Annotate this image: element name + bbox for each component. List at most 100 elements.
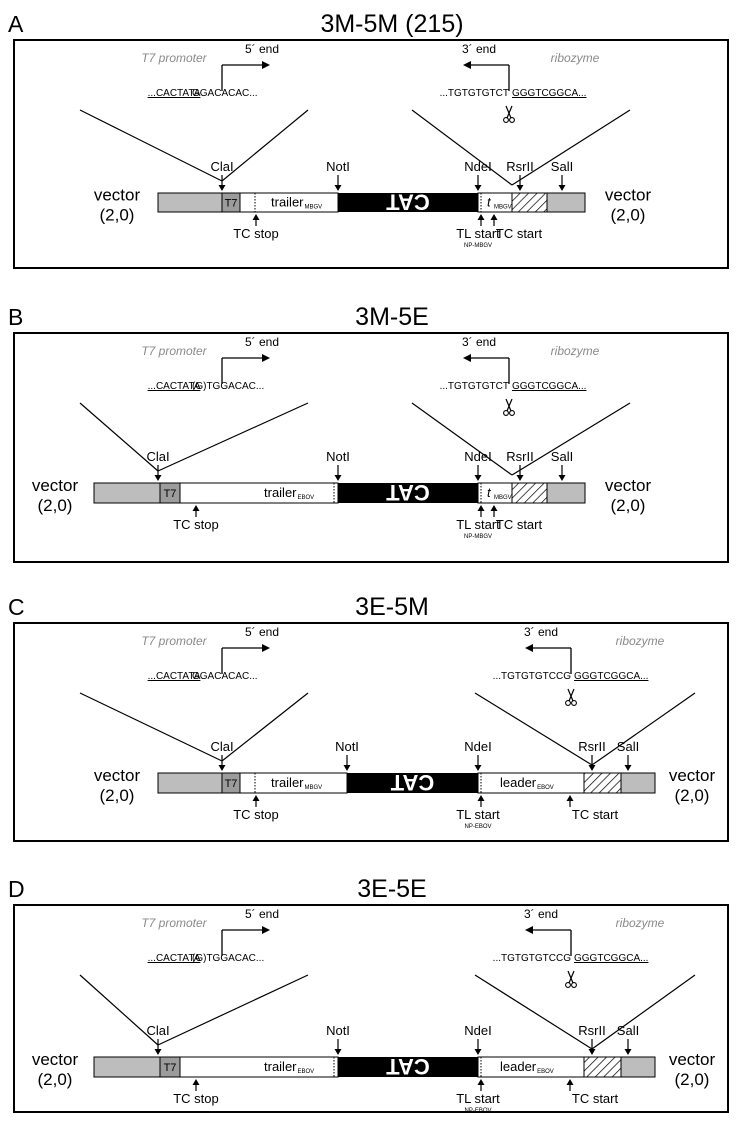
trailer-subscript: MBGV [305, 205, 323, 211]
panel-letter: B [8, 304, 23, 330]
trailer-label: trailer [264, 1059, 297, 1074]
scissors-handle [571, 700, 577, 706]
ribozyme-segment [511, 482, 548, 504]
tc-start-arrow-icon [566, 795, 574, 801]
site-sali-arrow-icon [624, 1049, 632, 1055]
left-wedge-line [157, 974, 309, 1046]
left-wedge-line [79, 109, 223, 182]
panel-letter: A [8, 11, 24, 37]
panel-frame [13, 904, 729, 1113]
tc-start-label: TC start [572, 807, 619, 822]
site-ndei-label: NdeI [464, 1023, 491, 1038]
vector-left-segment [157, 772, 223, 794]
site-sali-label: SalI [551, 159, 573, 174]
arrow-left-icon [463, 61, 471, 69]
vector-left-coord: (2,0) [38, 496, 73, 515]
right-wedge-line [474, 692, 593, 766]
vector-right-segment [546, 192, 586, 213]
site-noti-arrow-icon [334, 1049, 342, 1055]
site-clai-label: ClaI [146, 1023, 169, 1038]
five-end-label: 5´ end [245, 42, 279, 56]
t7-box-label: T7 [164, 488, 177, 500]
tl-start-subscript: NP-EBOV [464, 824, 491, 830]
panel-frame [13, 39, 729, 269]
t7-promoter-label: T7 promoter [141, 916, 207, 930]
cat-segment [338, 193, 478, 212]
site-rsrii-arrow-icon [516, 185, 524, 191]
ribozyme-label: ribozyme [616, 916, 665, 930]
site-clai-label: ClaI [146, 449, 169, 464]
vector-left-coord: (2,0) [38, 1070, 73, 1089]
five-end-label: 5´ end [245, 625, 279, 639]
vector-left-label: vector [94, 186, 141, 205]
vector-right-label: vector [605, 186, 652, 205]
trailer-subscript: EBOV [298, 1069, 315, 1075]
site-sali-arrow-icon [558, 475, 566, 481]
ribozyme-label: ribozyme [616, 634, 665, 648]
tc-start-label: TC start [572, 1091, 619, 1106]
arrow-right-icon [262, 644, 270, 652]
site-clai-arrow-icon [154, 1049, 162, 1055]
site-rsrii-arrow-icon [588, 1049, 596, 1055]
site-rsrii-arrow-icon [516, 475, 524, 481]
site-rsrii-label: RsrII [506, 449, 533, 464]
t7-promoter-label: T7 promoter [141, 344, 207, 358]
scissors-blade [568, 970, 575, 984]
t7-box-label: T7 [225, 198, 238, 210]
right-wedge-line [511, 402, 631, 476]
panel-title: 3E-5E [357, 875, 426, 903]
three-sequence-transcribed: ...TGTGTGTCCG [493, 953, 572, 964]
three-end-label: 3´ end [462, 335, 496, 349]
right-wedge-line [591, 974, 696, 1050]
vector-left-label: vector [32, 476, 79, 495]
site-ndei-arrow-icon [474, 475, 482, 481]
three-end-label: 3´ end [462, 42, 496, 56]
panel-title: 3E-5M [355, 593, 429, 621]
scissors-icon [565, 688, 577, 706]
site-ndei-label: NdeI [464, 739, 491, 754]
arrow-left-icon [463, 354, 471, 362]
scissors-icon [565, 970, 577, 988]
trailer-subscript: MBGV [305, 785, 323, 791]
arrow-right-icon [262, 61, 270, 69]
vector-right-coord: (2,0) [611, 206, 646, 225]
trailer-segment [179, 482, 339, 504]
panel-title: 3M-5E [355, 303, 429, 331]
tl-start-arrow-icon [477, 214, 485, 220]
arrow-right-icon [262, 354, 270, 362]
site-clai-label: ClaI [210, 159, 233, 174]
site-sali-label: SalI [551, 449, 573, 464]
panel-frame [13, 332, 729, 563]
right-wedge-line [511, 109, 631, 186]
tc-start-arrow-icon [490, 505, 498, 511]
site-rsrii-label: RsrII [578, 739, 605, 754]
arrow-left-icon [525, 644, 533, 652]
vector-right-segment [546, 482, 586, 504]
leader-subscript: EBOV [537, 1069, 554, 1075]
vector-left-segment [157, 192, 223, 213]
tc-stop-label: TC stop [233, 807, 279, 822]
trailer-label: trailer [271, 195, 304, 210]
scissors-blade [505, 398, 512, 412]
site-noti-label: NotI [326, 159, 350, 174]
scissors-handle [509, 410, 515, 416]
tc-stop-arrow-icon [192, 1079, 200, 1085]
tl-start-label: TL start [456, 517, 500, 532]
three-sequence-underlined: GGGTCGGCA... [574, 953, 648, 964]
panel-frame [13, 622, 729, 842]
site-clai-arrow-icon [218, 765, 226, 771]
right-wedge-line [411, 402, 513, 476]
ribozyme-segment [511, 192, 548, 213]
tc-stop-arrow-icon [252, 214, 260, 220]
site-clai-arrow-icon [218, 185, 226, 191]
scissors-handle [565, 700, 571, 706]
t7-box-label: T7 [225, 778, 238, 790]
scissors-blade [506, 105, 513, 119]
tl-start-subscript: NP-EBOV [464, 1108, 491, 1114]
site-clai-arrow-icon [154, 475, 162, 481]
ribozyme-label: ribozyme [551, 344, 600, 358]
left-wedge-line [79, 974, 159, 1046]
